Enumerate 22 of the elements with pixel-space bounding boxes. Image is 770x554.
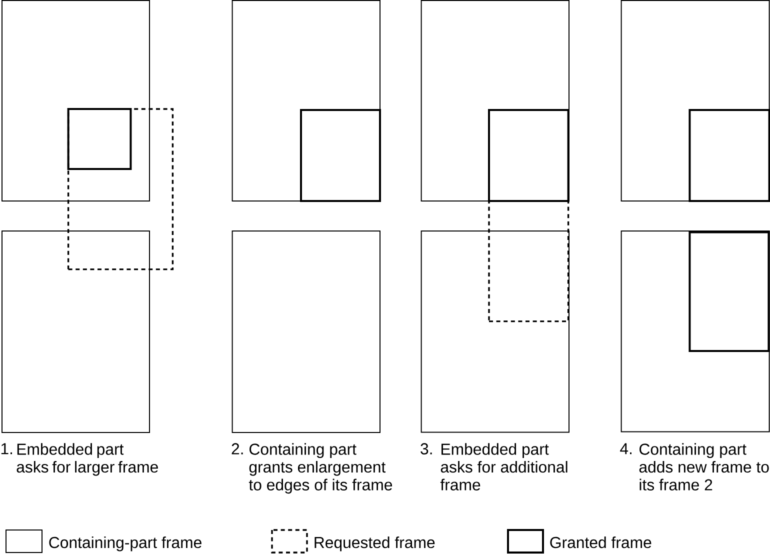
requested-frame [488, 200, 570, 322]
step-caption: Containing part adds new frame to its frame 2 [639, 443, 769, 490]
legend-label: Containing-part frame [49, 536, 202, 552]
granted-frame [300, 109, 381, 202]
containing-part-frame [420, 230, 570, 433]
legend-label: Requested frame [314, 536, 435, 552]
containing-part-frame [420, 0, 570, 202]
containing-part-frame [232, 0, 380, 202]
containing-part-frame [2, 230, 150, 433]
step-number: 4. [620, 443, 632, 454]
step-number: 3. [420, 443, 432, 454]
step-caption: Containing part grants enlargement to edges of its frame [248, 443, 392, 494]
granted-frame [688, 231, 770, 352]
containing-part-frame [620, 0, 770, 202]
granted-frame [67, 108, 132, 170]
granted-frame [488, 109, 570, 202]
containing-part-frame [2, 0, 150, 202]
containing-part-frame [620, 230, 770, 432]
legend-label: Granted frame [550, 536, 652, 548]
containing-part-frame [232, 230, 380, 433]
granted-frame [688, 109, 770, 202]
requested-frame [67, 108, 174, 270]
